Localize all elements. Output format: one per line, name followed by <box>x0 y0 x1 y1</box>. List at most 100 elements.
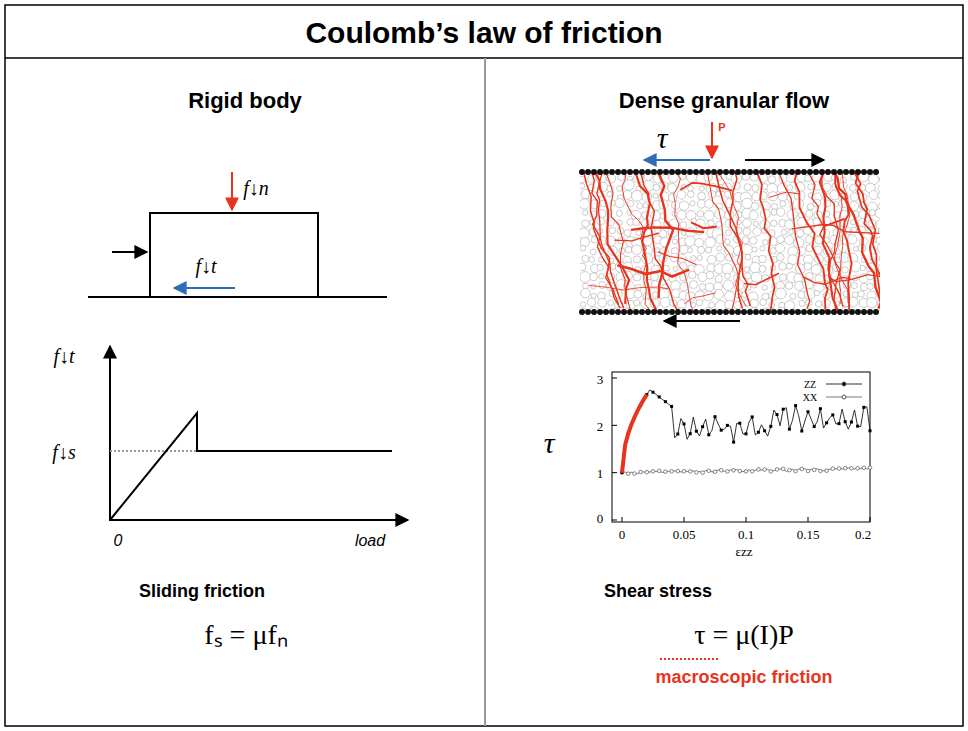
zz-marker <box>658 395 661 398</box>
grain <box>732 202 741 211</box>
formula: fₛ = μfₙ <box>204 620 287 651</box>
push-arrow <box>112 251 147 253</box>
grain <box>763 240 768 245</box>
force-chain <box>769 192 799 197</box>
xx-marker <box>626 472 630 476</box>
wall-grain <box>693 309 699 315</box>
xx-marker <box>800 467 804 471</box>
grain <box>732 256 741 265</box>
wall-grain <box>663 309 669 315</box>
xx-marker <box>726 470 730 474</box>
xx-marker <box>837 467 841 471</box>
wall-grain <box>873 169 879 175</box>
zz-marker <box>807 410 810 413</box>
xx-marker <box>775 468 779 472</box>
zz-marker <box>738 422 741 425</box>
grain <box>759 255 767 263</box>
grain <box>580 245 586 251</box>
wall-grain <box>807 169 813 175</box>
grain <box>772 203 778 209</box>
grain <box>875 209 880 218</box>
grain <box>707 255 716 264</box>
normal-force-arrow <box>231 172 233 210</box>
zz-marker <box>825 421 828 424</box>
force-chain <box>589 285 669 290</box>
grain <box>599 282 606 289</box>
outer-frame <box>5 5 963 726</box>
wall-grain <box>789 169 795 175</box>
xx-marker <box>670 470 674 474</box>
zz-marker <box>862 406 865 409</box>
force-chain <box>835 172 851 310</box>
xx-marker <box>819 469 823 473</box>
grain <box>752 247 757 252</box>
wall-grain <box>627 169 633 175</box>
top-wall-arrow <box>745 159 824 161</box>
grain <box>637 203 643 209</box>
grain <box>842 267 849 274</box>
wall-grain <box>621 169 627 175</box>
wall-grain <box>735 309 741 315</box>
tick <box>622 517 623 522</box>
wall-grain <box>783 309 789 315</box>
grain <box>685 236 696 247</box>
friction-underline <box>660 658 718 660</box>
grain <box>624 180 634 190</box>
wall-grain <box>771 309 777 315</box>
grain <box>688 271 696 279</box>
grain <box>616 210 622 216</box>
legend-text: ZZ <box>804 379 816 390</box>
wall-grain <box>759 309 765 315</box>
wall-grain <box>585 169 591 175</box>
grain <box>752 184 759 191</box>
wall-grain <box>813 169 819 175</box>
wall-grain <box>873 309 879 315</box>
grain <box>759 266 766 273</box>
wall-grain <box>855 169 861 175</box>
grain <box>849 185 856 192</box>
force-chain <box>803 277 850 284</box>
wall-grain <box>861 309 867 315</box>
wall-grain <box>615 169 621 175</box>
grain <box>672 239 677 244</box>
wall-grain <box>759 169 765 175</box>
column-divider <box>484 58 486 726</box>
xx-marker <box>688 470 692 474</box>
xx-marker <box>825 469 829 473</box>
force-chain <box>691 222 717 228</box>
grain <box>785 236 794 245</box>
grain <box>624 230 631 237</box>
grain <box>697 210 704 217</box>
wall-grain <box>711 309 717 315</box>
grain <box>633 256 640 263</box>
title: Coulomb’s law of friction <box>305 16 662 49</box>
grain <box>627 201 633 207</box>
grain <box>780 201 786 207</box>
xx-marker <box>763 468 767 472</box>
grain <box>804 289 815 300</box>
xx-marker <box>738 469 742 473</box>
grain <box>786 263 792 269</box>
tick <box>746 517 747 522</box>
grain <box>869 191 878 200</box>
grain <box>597 265 603 271</box>
grain <box>697 255 702 260</box>
xx-marker <box>856 467 860 471</box>
wall-grain <box>681 309 687 315</box>
grain <box>742 198 753 209</box>
grain <box>679 201 688 210</box>
grain <box>860 265 865 270</box>
grain <box>775 244 784 253</box>
wall-grain <box>855 309 861 315</box>
wall-grain <box>753 169 759 175</box>
wall-grain <box>645 309 651 315</box>
wall-grain <box>621 309 627 315</box>
grain <box>878 193 880 199</box>
xx-marker <box>664 470 668 474</box>
grain <box>688 186 694 192</box>
friction-arrow <box>174 287 235 289</box>
grain <box>699 186 704 191</box>
grain <box>867 283 873 289</box>
grain <box>608 300 614 306</box>
wall-grain <box>693 169 699 175</box>
